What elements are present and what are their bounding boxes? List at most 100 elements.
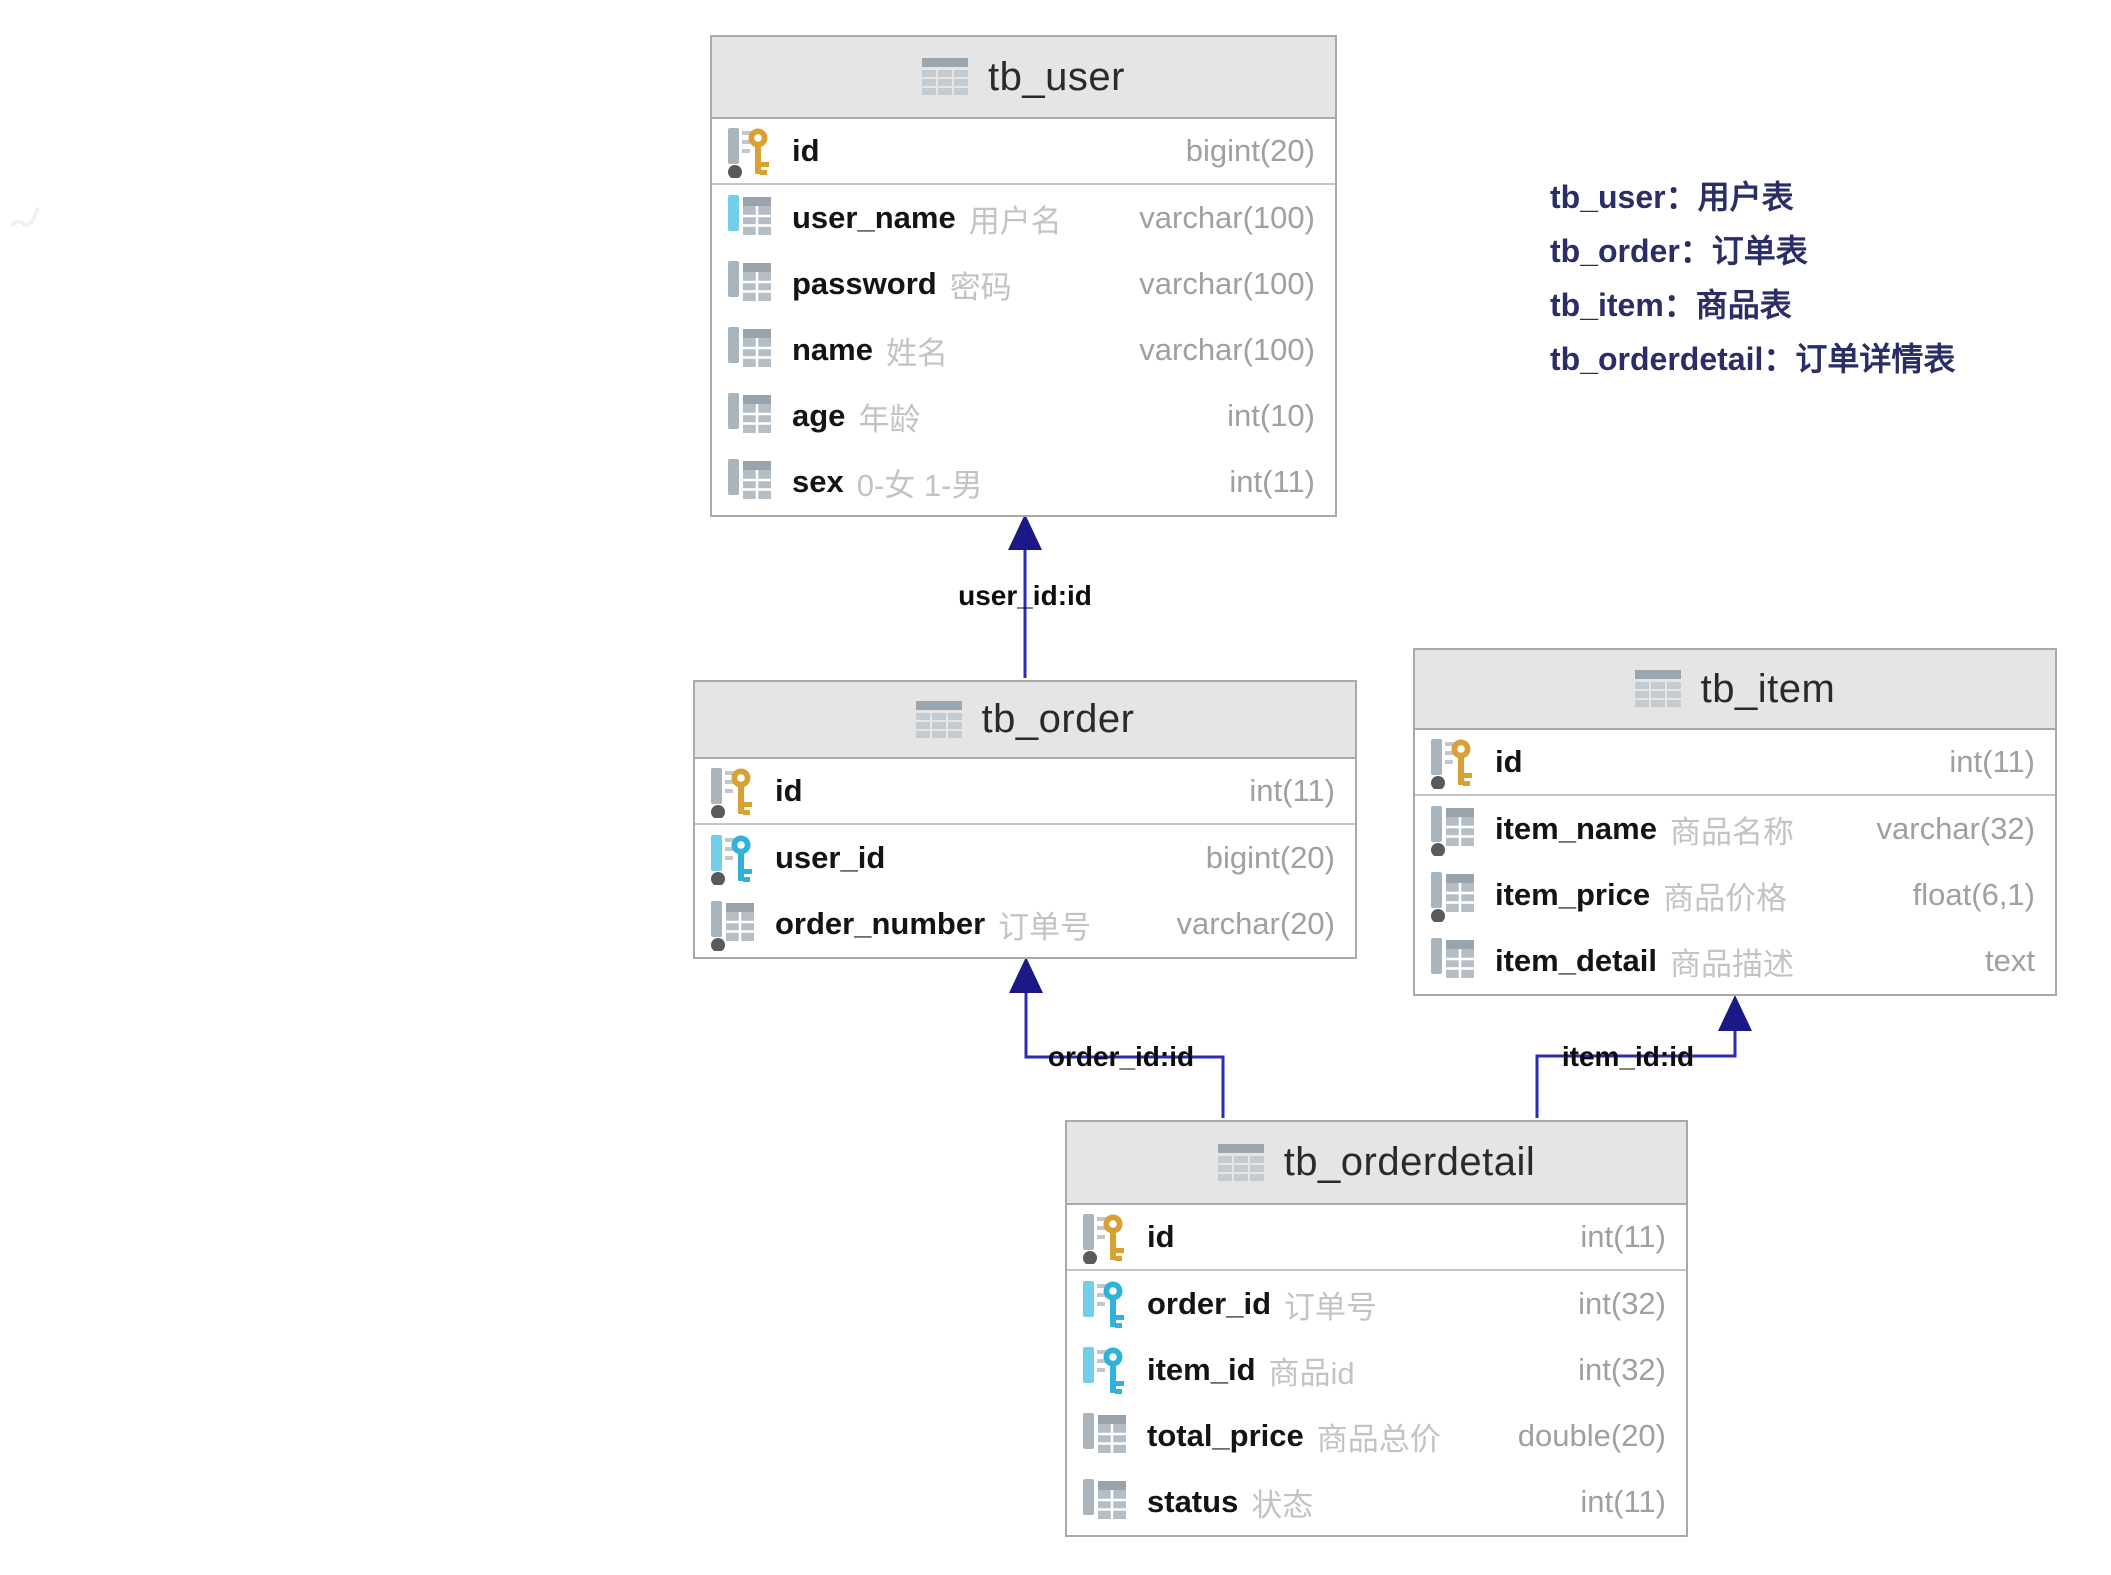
field-comment: 0-女 1-男 (856, 467, 983, 503)
column-grid-icon (728, 393, 773, 435)
table-tb-user[interactable]: tb_user id bigint(20) user_name 用户名 varc… (710, 35, 1337, 517)
field-row-status[interactable]: status 状态 int(11) (1067, 1469, 1686, 1535)
column-grid-icon (1431, 806, 1476, 856)
field-row-item-name[interactable]: item_name 商品名称 varchar(32) (1415, 796, 2055, 862)
column-grid-icon (728, 195, 773, 237)
field-name: user_id (775, 840, 886, 875)
field-row-sex[interactable]: sex 0-女 1-男 int(11) (712, 449, 1335, 515)
legend-line-tb-orderdetail: tb_orderdetail：订单详情表 (1550, 341, 1956, 377)
column-grid-icon (728, 261, 773, 303)
field-type: int(11) (1229, 464, 1315, 499)
field-type: double(20) (1517, 1418, 1666, 1453)
field-name: age (792, 398, 846, 433)
field-type: bigint(20) (1205, 840, 1335, 875)
field-row-item-detail[interactable]: item_detail 商品描述 text (1415, 928, 2055, 994)
field-name: status (1147, 1484, 1239, 1519)
field-type: varchar(20) (1176, 906, 1336, 941)
field-row-id[interactable]: id bigint(20) (712, 119, 1335, 185)
field-comment: 商品id (1268, 1355, 1355, 1391)
table-title: tb_orderdetail (1283, 1140, 1536, 1184)
field-type: int(10) (1227, 398, 1315, 433)
legend-line-tb-order: tb_order：订单表 (1550, 233, 1808, 269)
field-name: item_price (1495, 877, 1651, 912)
field-row-total-price[interactable]: total_price 商品总价 double(20) (1067, 1403, 1686, 1469)
field-name: id (1147, 1219, 1175, 1254)
relation-label-user-id[interactable]: user_id:id (958, 580, 1092, 611)
legend-line-tb-item: tb_item：商品表 (1550, 287, 1792, 323)
field-row-name[interactable]: name 姓名 varchar(100) (712, 317, 1335, 383)
column-grid-icon (728, 459, 773, 501)
column-grid-icon (1083, 1479, 1128, 1521)
faint-artifact-mark (10, 207, 40, 228)
table-title: tb_item (1700, 666, 1836, 711)
relation-label-item-id[interactable]: item_id:id (1561, 1041, 1695, 1072)
field-row-item-price[interactable]: item_price 商品价格 float(6,1) (1415, 862, 2055, 928)
primary-key-icon (1431, 739, 1472, 789)
field-comment: 密码 (949, 269, 1012, 305)
field-name: id (1495, 744, 1523, 779)
field-row-user-name[interactable]: user_name 用户名 varchar(100) (712, 185, 1335, 251)
field-name: id (775, 773, 803, 808)
relation-arrow-order (1009, 957, 1043, 993)
field-row-item-id[interactable]: item_id 商品id int(32) (1067, 1337, 1686, 1403)
relation-label-order-id[interactable]: order_id:id (1047, 1041, 1195, 1072)
field-name: total_price (1147, 1418, 1304, 1453)
field-name: order_id (1147, 1286, 1272, 1321)
field-comment: 商品价格 (1663, 880, 1788, 916)
primary-key-icon (711, 768, 752, 818)
field-name: password (792, 266, 937, 301)
field-comment: 商品名称 (1669, 814, 1794, 850)
table-grid-icon (922, 58, 969, 95)
table-tb-item-header[interactable]: tb_item (1415, 650, 2055, 730)
field-name: name (792, 332, 873, 367)
field-type: bigint(20) (1185, 133, 1315, 168)
field-row-password[interactable]: password 密码 varchar(100) (712, 251, 1335, 317)
table-tb-order-header[interactable]: tb_order (695, 682, 1355, 759)
primary-key-icon (728, 128, 769, 178)
table-grid-icon (915, 700, 962, 738)
field-comment: 商品总价 (1316, 1421, 1441, 1457)
column-grid-icon (1431, 938, 1476, 980)
field-name: id (792, 133, 820, 168)
foreign-key-icon (1083, 1347, 1124, 1394)
field-row-id[interactable]: id int(11) (695, 759, 1355, 825)
legend-annotation[interactable]: tb_user：用户表 tb_order：订单表 tb_item：商品表 tb_… (1550, 170, 1955, 386)
field-row-id[interactable]: id int(11) (1415, 730, 2055, 796)
field-name: sex (792, 464, 844, 499)
column-grid-icon (1431, 872, 1476, 922)
field-type: int(32) (1578, 1286, 1666, 1321)
primary-key-icon (1083, 1214, 1124, 1264)
field-row-id[interactable]: id int(11) (1067, 1205, 1686, 1271)
field-row-order-number[interactable]: order_number 订单号 varchar(20) (695, 891, 1355, 957)
column-grid-icon (711, 901, 756, 951)
field-type: int(32) (1578, 1352, 1666, 1387)
field-comment: 姓名 (885, 335, 948, 371)
field-name: item_name (1495, 811, 1657, 846)
field-type: int(11) (1949, 744, 2035, 779)
field-name: order_number (775, 906, 986, 941)
field-comment: 商品描述 (1669, 946, 1794, 982)
field-comment: 用户名 (968, 203, 1062, 239)
table-tb-orderdetail[interactable]: tb_orderdetail id int(11) order_id 订单号 i… (1065, 1120, 1688, 1537)
field-row-user-id[interactable]: user_id bigint(20) (695, 825, 1355, 891)
field-name: user_name (792, 200, 956, 235)
column-grid-icon (1083, 1413, 1128, 1455)
table-title: tb_order (981, 697, 1135, 741)
field-row-order-id[interactable]: order_id 订单号 int(32) (1067, 1271, 1686, 1337)
field-comment: 订单号 (998, 909, 1092, 945)
table-tb-user-header[interactable]: tb_user (712, 37, 1335, 119)
field-type: varchar(100) (1139, 266, 1315, 301)
field-type: int(11) (1580, 1484, 1666, 1519)
column-grid-icon (728, 327, 773, 369)
field-type: varchar(100) (1139, 200, 1315, 235)
field-name: item_detail (1495, 943, 1657, 978)
table-tb-item[interactable]: tb_item id int(11) item_name 商品名称 varcha… (1413, 648, 2057, 996)
field-type: varchar(32) (1876, 811, 2036, 846)
table-tb-order[interactable]: tb_order id int(11) user_id bigint(20) o… (693, 680, 1357, 959)
table-grid-icon (1634, 670, 1681, 707)
field-row-age[interactable]: age 年龄 int(10) (712, 383, 1335, 449)
foreign-key-icon (1083, 1281, 1124, 1328)
table-tb-orderdetail-header[interactable]: tb_orderdetail (1067, 1122, 1686, 1205)
field-type: varchar(100) (1139, 332, 1315, 367)
field-type: int(11) (1249, 773, 1335, 808)
